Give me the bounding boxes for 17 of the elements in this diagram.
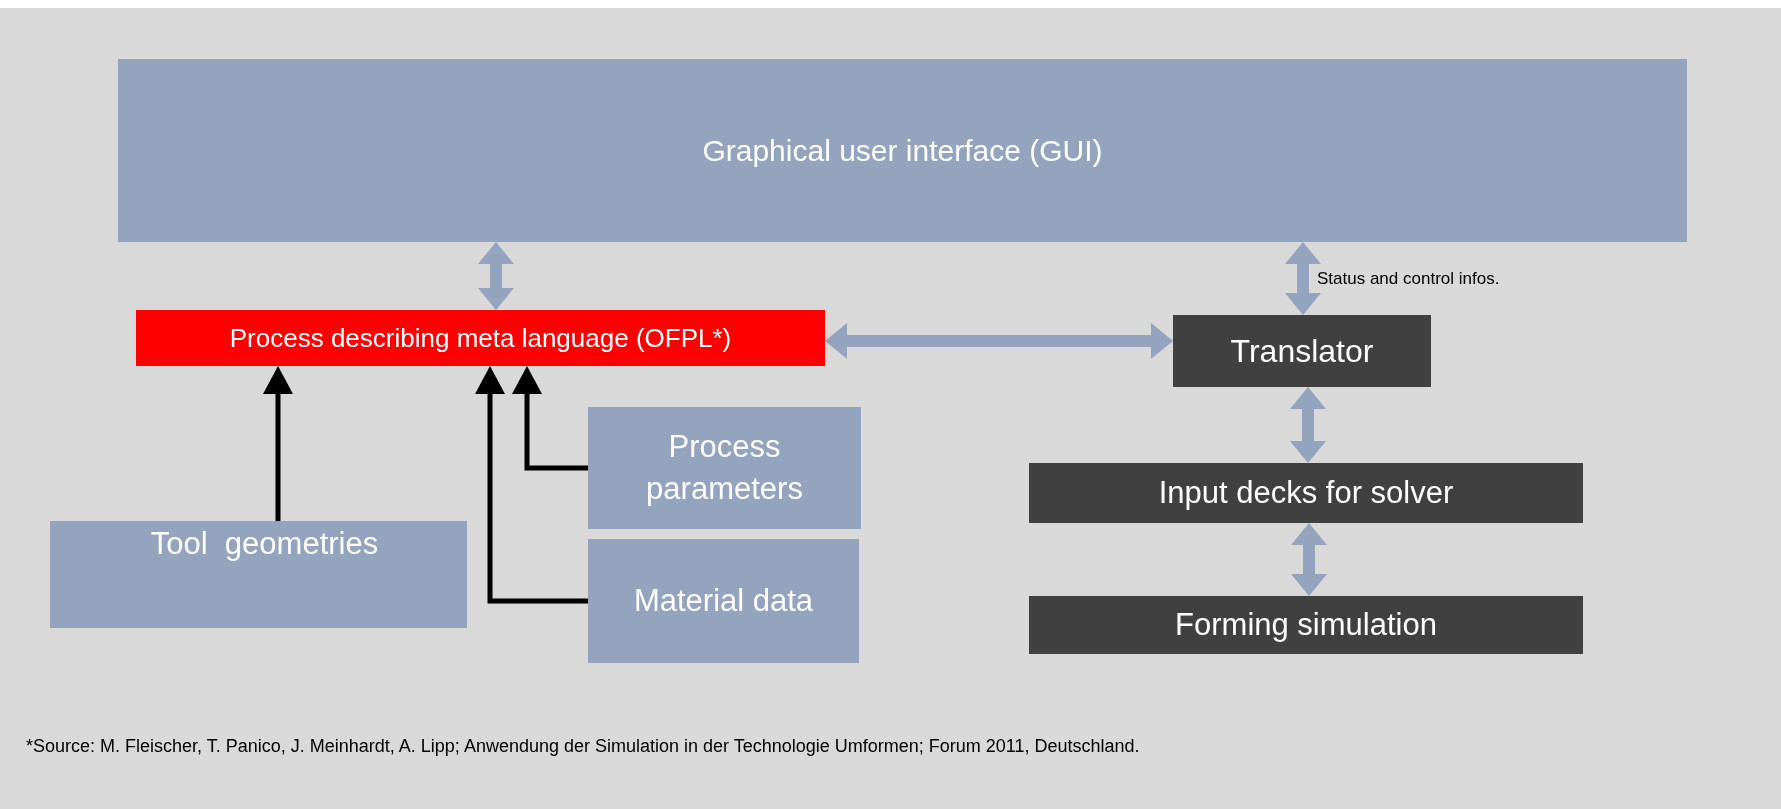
process-box: Process describing meta language (OFPL*) bbox=[136, 310, 825, 366]
input-box: Tool geometries bbox=[50, 521, 467, 628]
source-note: *Source: M. Fleischer, T. Panico, J. Meinhardt, A. Lipp; Anwendung der Simulation in der Technologie Umformen; Forum 2011, Deutschland. bbox=[26, 735, 1140, 758]
arrow bbox=[1290, 387, 1326, 463]
arrow bbox=[1285, 242, 1321, 315]
arrow bbox=[475, 366, 588, 604]
arrow bbox=[1291, 523, 1327, 596]
input-box: Material data bbox=[588, 539, 859, 663]
process-box: Input decks for solver bbox=[1029, 463, 1583, 523]
arrow bbox=[512, 366, 588, 471]
arrow bbox=[478, 242, 514, 310]
arrow bbox=[263, 366, 293, 521]
process-box: Translator bbox=[1173, 315, 1431, 387]
arrow bbox=[825, 323, 1173, 359]
process-box: Forming simulation bbox=[1029, 596, 1583, 654]
interface-box: Graphical user interface (GUI) bbox=[118, 59, 1687, 242]
input-box: Process parameters bbox=[588, 407, 861, 529]
